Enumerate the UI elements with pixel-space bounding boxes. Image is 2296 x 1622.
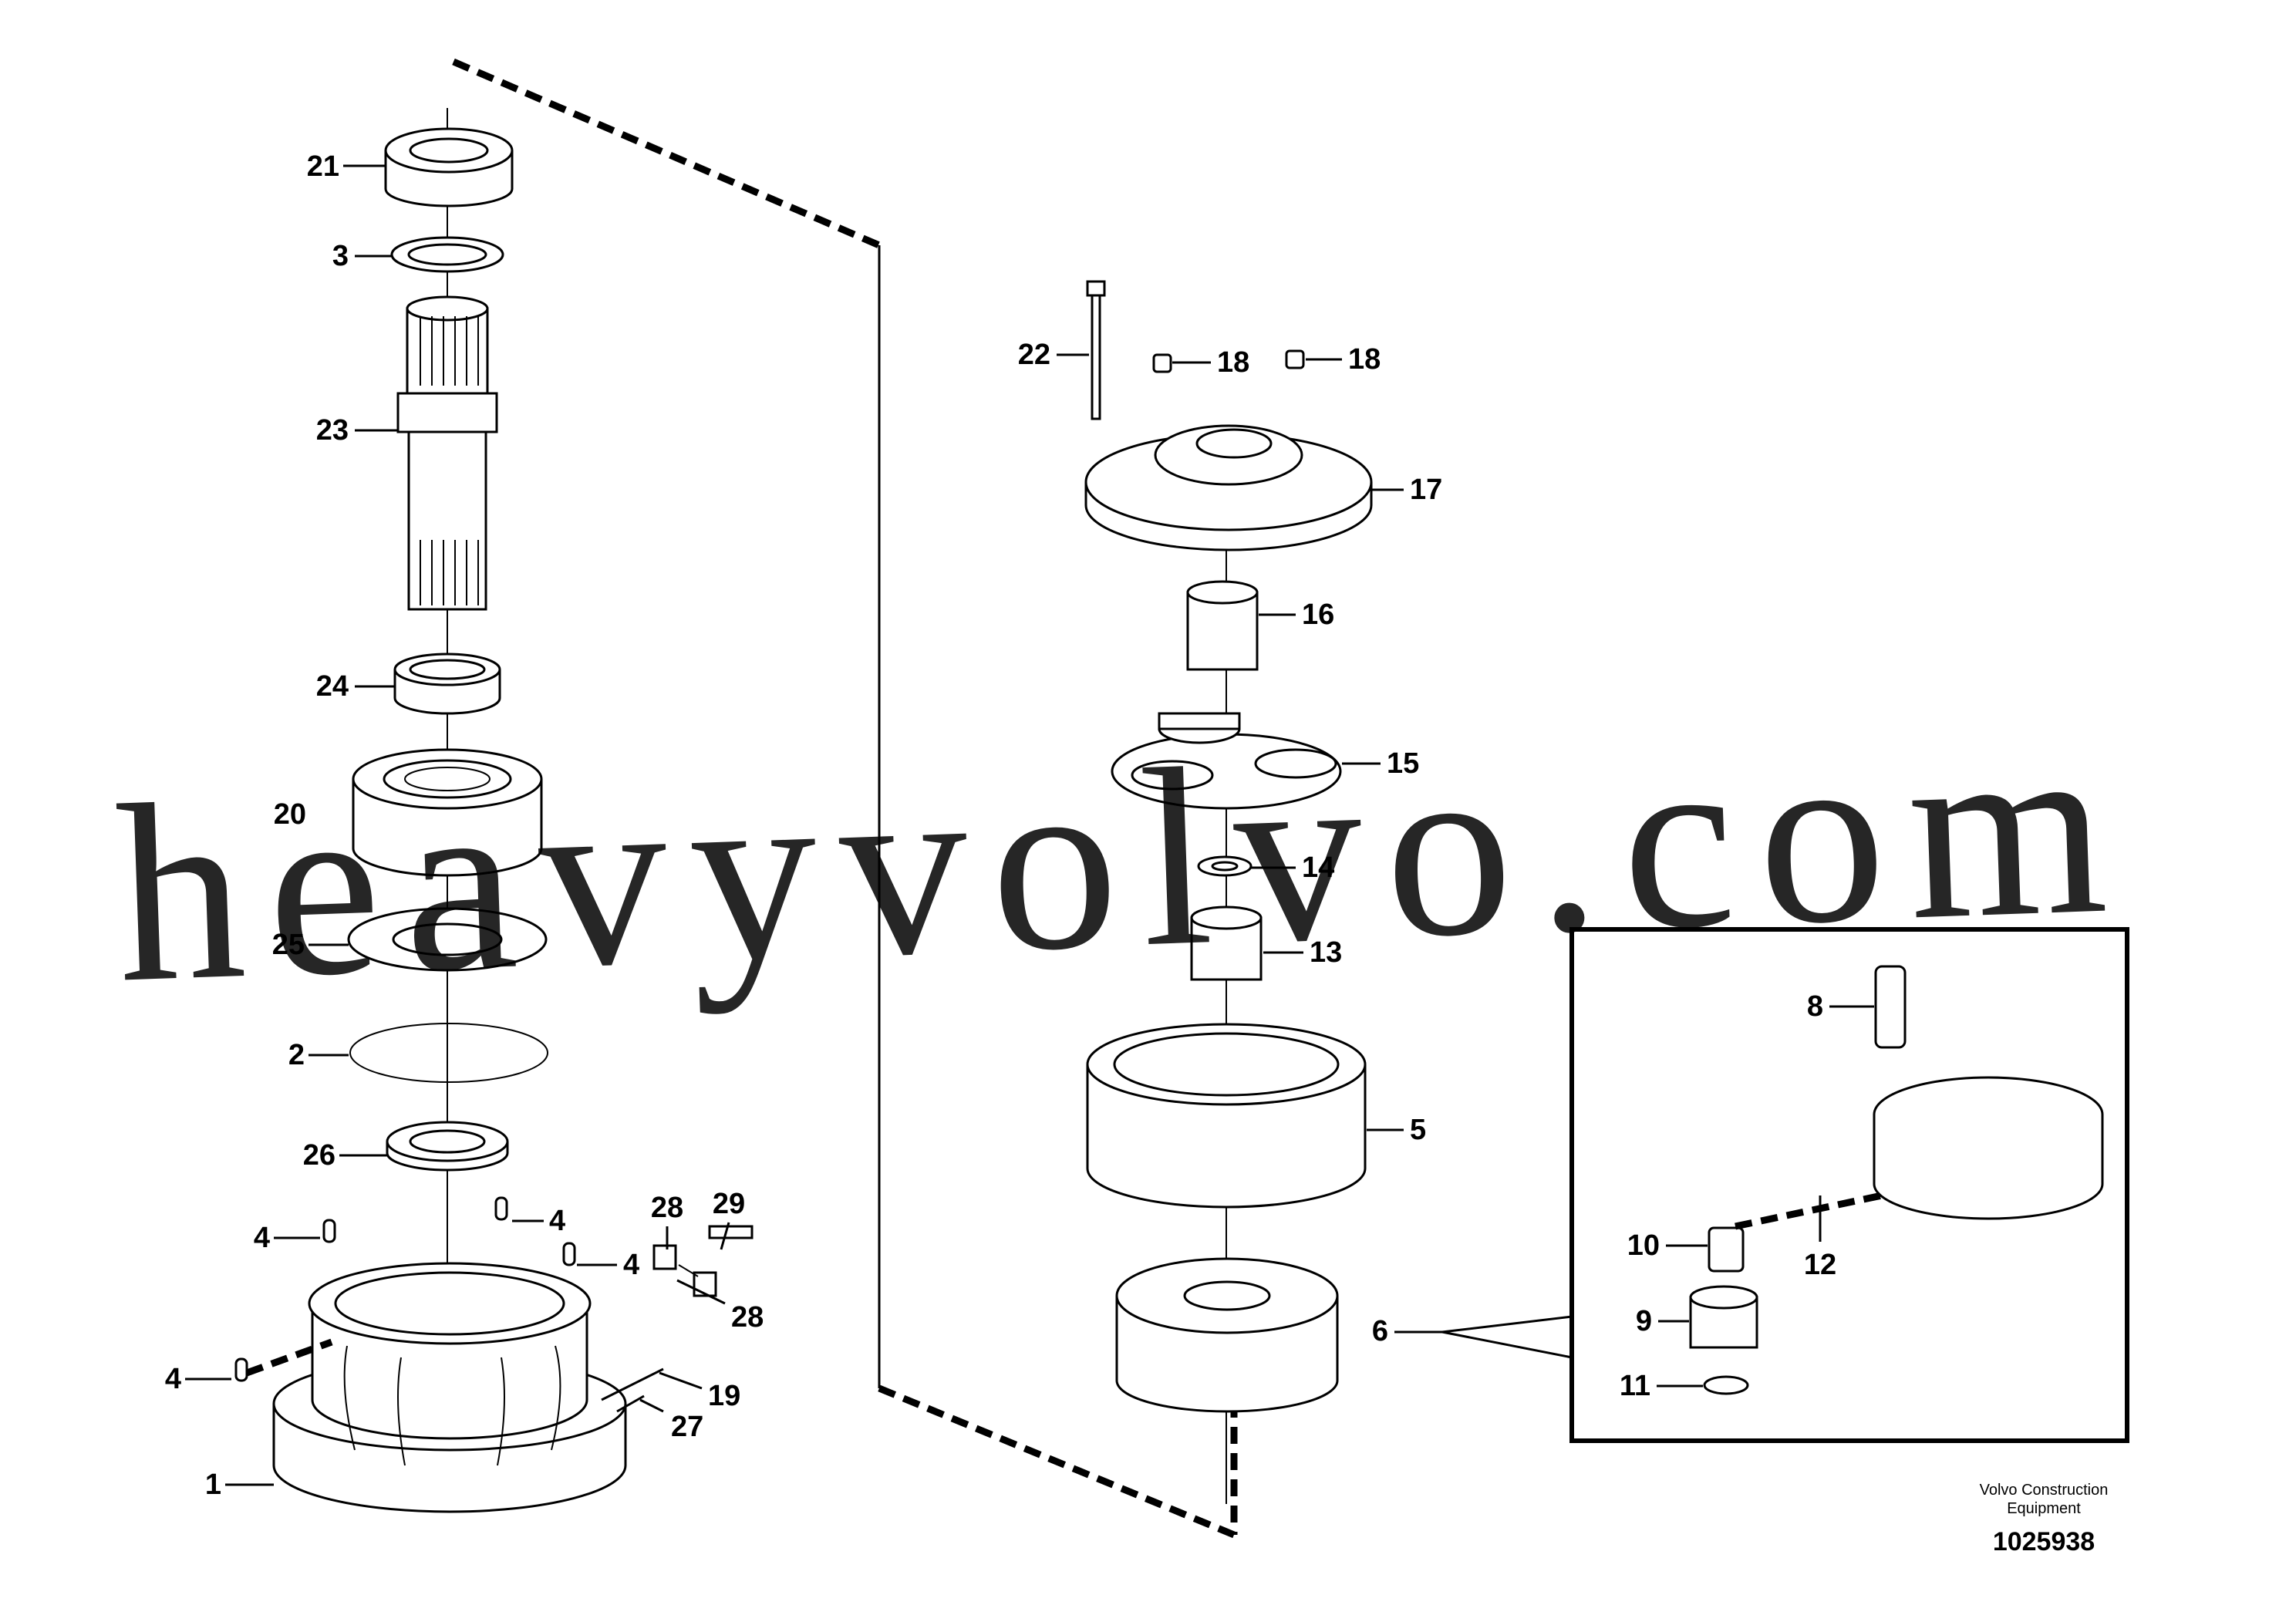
part-15-planet-carrier — [1111, 712, 1342, 810]
callout-4a: 4 — [254, 1222, 270, 1254]
callout-24: 24 — [316, 670, 349, 703]
part-28-29-fittings — [652, 1225, 754, 1297]
part-23-shaft — [396, 295, 498, 611]
callout-3: 3 — [332, 240, 349, 272]
callout-6: 6 — [1372, 1315, 1388, 1347]
part-20-large-bearing — [352, 748, 543, 877]
part-2-snap-ring — [349, 1023, 548, 1083]
callout-18a: 18 — [1217, 346, 1249, 379]
callout-22: 22 — [1018, 339, 1050, 371]
detail-inset — [1394, 927, 2129, 1443]
callout-8: 8 — [1807, 990, 1823, 1023]
part-4-pins — [234, 1196, 576, 1382]
callout-4b: 4 — [549, 1205, 565, 1237]
callout-11: 11 — [1620, 1370, 1650, 1402]
callout-18b: 18 — [1348, 343, 1381, 376]
part-6-carrier-assembly — [1115, 1257, 1339, 1413]
callout-25: 25 — [272, 929, 305, 961]
company-line1: Volvo Construction — [1980, 1482, 2109, 1499]
callout-19: 19 — [708, 1380, 740, 1412]
callout-13: 13 — [1310, 936, 1342, 969]
callout-12: 12 — [1804, 1249, 1836, 1281]
part-16-sun-gear — [1186, 580, 1259, 671]
callout-26: 26 — [303, 1139, 335, 1172]
drawing-number: 1025938 — [1993, 1527, 2095, 1556]
callout-17: 17 — [1410, 474, 1442, 506]
callout-28a: 28 — [651, 1192, 683, 1224]
callout-leaders — [185, 164, 1874, 1486]
part-1-housing — [272, 1262, 627, 1513]
callout-2: 2 — [288, 1039, 305, 1071]
callout-15: 15 — [1387, 747, 1419, 780]
part-22-bolt — [1086, 280, 1106, 420]
callout-27: 27 — [671, 1411, 703, 1443]
callout-5: 5 — [1410, 1114, 1426, 1146]
callout-28b: 28 — [731, 1301, 764, 1334]
callout-23: 23 — [316, 414, 349, 447]
callout-16: 16 — [1302, 599, 1334, 631]
part-3-ring — [390, 236, 504, 273]
callout-20: 20 — [274, 798, 306, 831]
callout-labels: 21 3 23 24 20 25 2 26 4 4 4 4 1 28 29 28… — [165, 150, 1836, 1501]
part-17-cover — [1084, 424, 1373, 551]
footer-block: Volvo Construction Equipment 1025938 — [1980, 1482, 2109, 1556]
part-24-spacer — [393, 653, 501, 715]
callout-9: 9 — [1636, 1305, 1652, 1337]
callout-1: 1 — [205, 1469, 221, 1501]
company-line2: Equipment — [2007, 1500, 2081, 1517]
callout-29: 29 — [713, 1188, 745, 1220]
callout-4d: 4 — [165, 1363, 181, 1395]
part-13-gear — [1190, 905, 1263, 981]
callout-10: 10 — [1627, 1229, 1660, 1262]
callout-4c: 4 — [623, 1249, 639, 1281]
part-21-bearing — [384, 127, 514, 207]
part-14-washer — [1197, 855, 1253, 877]
part-19-27-bolts — [601, 1367, 664, 1413]
callout-21: 21 — [307, 150, 339, 183]
part-5-ring-gear — [1086, 1023, 1367, 1209]
part-26-seal — [386, 1121, 509, 1172]
callout-14: 14 — [1302, 851, 1334, 884]
part-25-shim — [347, 907, 548, 972]
watermark: heavyvolvo.com — [112, 684, 2133, 1036]
part-18-plugs — [1152, 349, 1305, 373]
